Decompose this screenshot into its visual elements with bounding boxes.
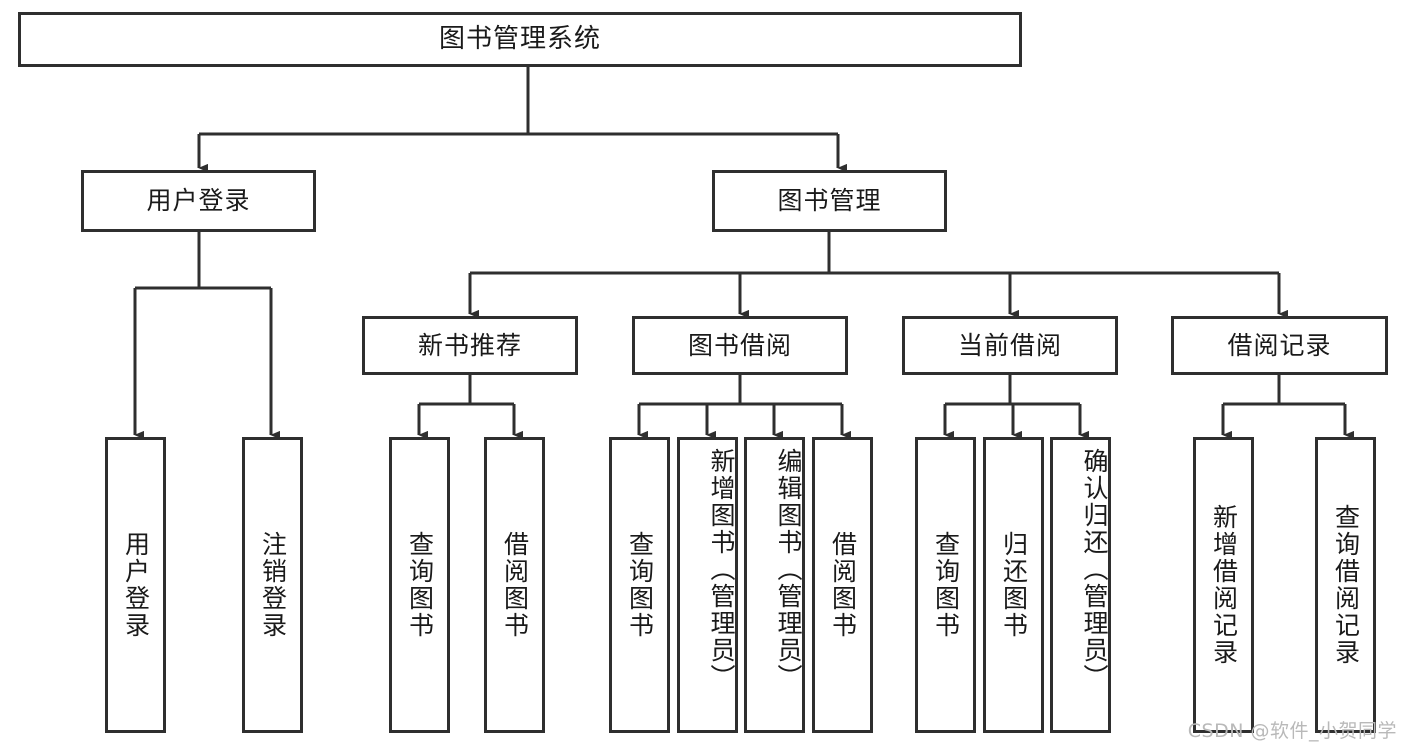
- node-label: 用户登录: [146, 186, 251, 216]
- node-label: 图书管理系统: [438, 24, 601, 55]
- node-new-book-recommend[interactable]: 新书推荐: [362, 316, 578, 375]
- node-label: 新书推荐: [417, 330, 522, 360]
- node-current-borrow[interactable]: 当前借阅: [902, 316, 1118, 375]
- leaf-user-login-login[interactable]: 用户登录: [105, 437, 166, 733]
- node-label: 归还图书: [999, 531, 1029, 639]
- node-label: 注销登录: [258, 531, 288, 639]
- leaf-book-borrow-borrow[interactable]: 借阅图书: [812, 437, 873, 733]
- node-label: 查询图书: [625, 531, 655, 639]
- node-label: 借阅记录: [1227, 330, 1332, 360]
- node-root-system[interactable]: 图书管理系统: [18, 12, 1022, 67]
- node-label: 查询图书: [405, 531, 435, 639]
- node-book-management[interactable]: 图书管理: [712, 170, 947, 232]
- leaf-borrow-record-query[interactable]: 查询借阅记录: [1315, 437, 1376, 733]
- leaf-current-borrow-confirm-return[interactable]: 确认归还（管理员）: [1050, 437, 1111, 733]
- node-label: 编辑图书（管理员）: [774, 448, 803, 691]
- node-label: 查询借阅记录: [1331, 504, 1361, 666]
- leaf-borrow-record-add[interactable]: 新增借阅记录: [1193, 437, 1254, 733]
- node-label: 新增借阅记录: [1209, 504, 1239, 666]
- node-borrow-record[interactable]: 借阅记录: [1171, 316, 1388, 375]
- node-label: 用户登录: [121, 531, 151, 639]
- leaf-current-borrow-query[interactable]: 查询图书: [915, 437, 976, 733]
- leaf-user-login-logout[interactable]: 注销登录: [242, 437, 303, 733]
- watermark: CSDN @软件_小贺同学: [1187, 720, 1397, 742]
- leaf-current-borrow-return[interactable]: 归还图书: [983, 437, 1044, 733]
- node-label: 借阅图书: [828, 531, 858, 639]
- leaf-new-book-borrow[interactable]: 借阅图书: [484, 437, 545, 733]
- leaf-book-borrow-add[interactable]: 新增图书（管理员）: [677, 437, 738, 733]
- node-book-borrow[interactable]: 图书借阅: [632, 316, 848, 375]
- node-label: 图书管理: [777, 186, 882, 216]
- leaf-new-book-query[interactable]: 查询图书: [389, 437, 450, 733]
- node-label: 借阅图书: [500, 531, 530, 639]
- node-label: 查询图书: [931, 531, 961, 639]
- leaf-book-borrow-query[interactable]: 查询图书: [609, 437, 670, 733]
- node-label: 当前借阅: [957, 330, 1062, 360]
- node-label: 图书借阅: [687, 330, 792, 360]
- node-label: 确认归还（管理员）: [1080, 448, 1109, 691]
- node-user-login[interactable]: 用户登录: [81, 170, 316, 232]
- leaf-book-borrow-edit[interactable]: 编辑图书（管理员）: [744, 437, 805, 733]
- node-label: 新增图书（管理员）: [707, 448, 736, 691]
